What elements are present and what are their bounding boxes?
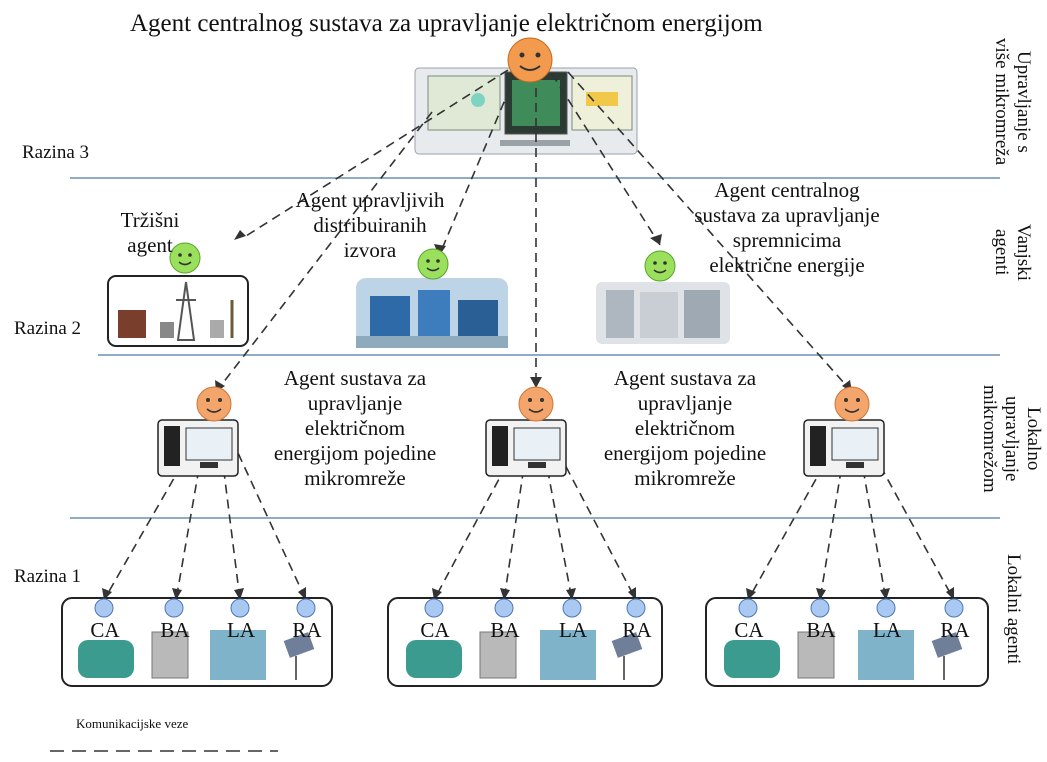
side-label-line: Lokalno bbox=[1023, 407, 1044, 471]
label-line: upravljanje bbox=[637, 391, 733, 415]
link-line bbox=[551, 73, 661, 246]
local-agent-ca-2: CA bbox=[420, 618, 450, 642]
market-agent-box bbox=[107, 275, 249, 347]
local-agent-ra-3: RA bbox=[940, 618, 970, 642]
level-1-label: Razina 1 bbox=[14, 566, 82, 587]
legend-label: Komunikacijske veze bbox=[76, 716, 189, 731]
side-label-line: mikromrežom bbox=[979, 385, 1000, 493]
link-line bbox=[819, 439, 847, 601]
arrowhead bbox=[650, 234, 662, 245]
link-line bbox=[567, 71, 853, 393]
local-agent-ba-2: BA bbox=[490, 618, 520, 642]
link-line bbox=[438, 87, 511, 257]
label-line: mikromreže bbox=[304, 466, 406, 490]
local-agent-ra-1: RA bbox=[292, 618, 322, 642]
label-line: sustava za upravljanje bbox=[694, 203, 880, 227]
label-line: Agent centralnog bbox=[714, 178, 860, 202]
local-agents-group-2 bbox=[387, 597, 663, 687]
microgrid-agent-label-1: Agent sustava za upravljanje električnom… bbox=[250, 366, 460, 491]
market-agent-label: Tržišni agent bbox=[110, 208, 190, 258]
label-line: distribuiranih bbox=[313, 213, 427, 237]
storage-agent-label: Agent centralnog sustava za upravljanje … bbox=[662, 178, 912, 278]
local-agent-la-2: LA bbox=[559, 618, 587, 642]
side-label-line: agenti bbox=[991, 228, 1012, 276]
side-label-line: upravljanje bbox=[1001, 396, 1022, 482]
label-line: izvora bbox=[343, 238, 397, 262]
local-agents-group-3 bbox=[705, 597, 989, 687]
label-line: energijom pojedine bbox=[603, 441, 767, 465]
local-agent-la-3: LA bbox=[873, 618, 901, 642]
arrowhead bbox=[530, 377, 542, 388]
local-agent-ba-3: BA bbox=[806, 618, 836, 642]
link-line bbox=[503, 439, 529, 601]
label-line: spremnicima bbox=[732, 228, 842, 252]
label-line: Agent sustava za bbox=[613, 366, 757, 390]
arrowhead bbox=[234, 230, 246, 240]
link-line bbox=[857, 439, 887, 601]
local-agent-ba-1: BA bbox=[160, 618, 190, 642]
local-agent-ca-1: CA bbox=[90, 618, 120, 642]
label-line: električne energije bbox=[709, 253, 865, 277]
label-line: Agent upravljivih bbox=[295, 188, 445, 212]
local-agent-la-1: LA bbox=[227, 618, 255, 642]
arrowhead bbox=[434, 244, 446, 256]
label-line: agent bbox=[127, 233, 173, 257]
label-line: energijom pojedine bbox=[273, 441, 437, 465]
side-label-line: više mikromreža bbox=[991, 38, 1012, 166]
diagram-title: Agent centralnog sustava za upravljanje … bbox=[130, 10, 763, 37]
market-agent-face-icon bbox=[169, 242, 201, 274]
level-3-label: Razina 3 bbox=[22, 142, 90, 163]
local-agent-ra-2: RA bbox=[622, 618, 652, 642]
link-line bbox=[219, 439, 241, 601]
side-label-line: Vanjski bbox=[1013, 223, 1034, 281]
side-label-local-agents: Lokalni agenti bbox=[1002, 534, 1024, 684]
label-line: Tržišni bbox=[120, 208, 180, 232]
local-agent-faces bbox=[94, 598, 964, 618]
central-agent-face-icon bbox=[507, 37, 553, 83]
link-line bbox=[245, 69, 509, 237]
microgrid-agent-1 bbox=[157, 386, 239, 477]
label-line: električnom bbox=[634, 416, 736, 440]
link-line bbox=[541, 439, 573, 601]
side-label-multi-microgrid: Upravljanje s više mikromreža bbox=[990, 28, 1034, 176]
link-line bbox=[175, 439, 205, 601]
side-label-external-agents: Vanjski agenti bbox=[990, 212, 1034, 292]
label-line: mikromreže bbox=[634, 466, 736, 490]
side-label-local-microgrid: Lokalno upravljanje mikromrežom bbox=[978, 364, 1044, 514]
storage-agent-image bbox=[596, 282, 730, 344]
local-agents-group-1 bbox=[61, 597, 333, 687]
microgrid-agent-3 bbox=[803, 386, 885, 477]
dg-agent-label: Agent upravljivih distribuiranih izvora bbox=[270, 188, 470, 263]
microgrid-agent-2 bbox=[485, 386, 567, 477]
label-line: električnom bbox=[304, 416, 406, 440]
level-separators bbox=[70, 177, 1000, 519]
dg-agent-face-icon bbox=[417, 248, 449, 280]
level-2-label: Razina 2 bbox=[14, 318, 82, 339]
side-label-line: Upravljanje s bbox=[1013, 51, 1034, 153]
label-line: Agent sustava za bbox=[283, 366, 427, 390]
label-line: upravljanje bbox=[307, 391, 403, 415]
microgrid-agent-label-2: Agent sustava za upravljanje električnom… bbox=[580, 366, 790, 491]
side-label-line: Lokalni agenti bbox=[1003, 553, 1024, 665]
central-workstation-icon bbox=[414, 67, 638, 155]
storage-agent-face-icon bbox=[644, 250, 676, 282]
dg-agent-image bbox=[356, 278, 508, 348]
local-agent-ca-3: CA bbox=[734, 618, 764, 642]
